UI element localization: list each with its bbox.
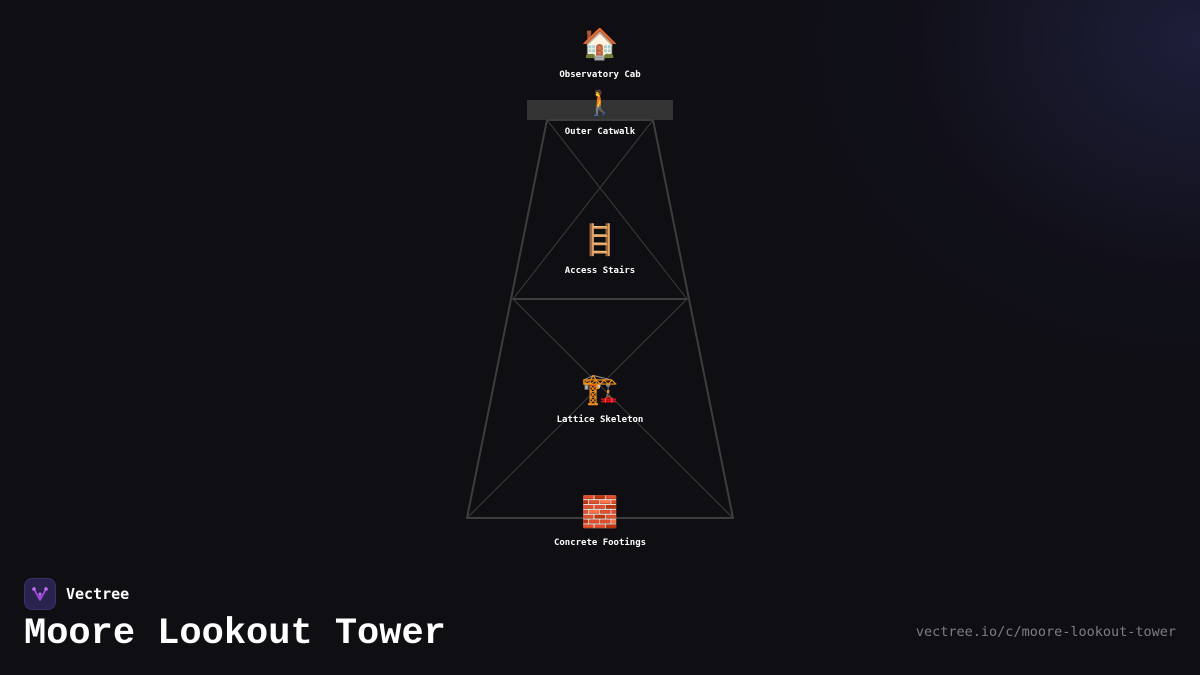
vectree-logo-mark	[32, 587, 48, 601]
frame-right-leg	[652, 119, 734, 519]
lower-brace-a	[512, 298, 734, 519]
house-icon: 🏠	[581, 30, 619, 64]
node-lattice-skeleton[interactable]: 🏗️ Lattice Skeleton	[500, 375, 700, 426]
node-label: Outer Catwalk	[564, 127, 636, 137]
construction-crane-icon: 🏗️	[581, 375, 619, 409]
tower-bracing	[466, 119, 734, 519]
node-outer-catwalk[interactable]: 🚶 Outer Catwalk	[500, 89, 700, 138]
node-label: Lattice Skeleton	[556, 415, 644, 425]
node-label: Observatory Cab	[559, 70, 641, 80]
node-observatory-cab[interactable]: 🏠 Observatory Cab	[500, 30, 700, 81]
upper-brace-b	[512, 119, 654, 300]
brick-icon: 🧱	[581, 498, 619, 532]
node-concrete-footings[interactable]: 🧱 Concrete Footings	[500, 498, 700, 549]
upper-brace-a	[546, 119, 688, 300]
node-label: Concrete Footings	[553, 538, 647, 548]
lower-brace-b	[466, 298, 688, 519]
frame-left-leg	[466, 119, 548, 519]
catwalk-platform	[527, 100, 673, 120]
ladder-icon: 🪜	[581, 226, 619, 260]
tower-frame	[466, 119, 734, 519]
page-title: Moore Lookout Tower	[24, 613, 446, 655]
page-url[interactable]: vectree.io/c/moore-lookout-tower	[915, 624, 1176, 640]
walking-person-icon: 🚶	[585, 92, 615, 119]
node-label: Access Stairs	[564, 266, 636, 276]
brand-name: Vectree	[66, 585, 130, 603]
brand[interactable]: Vectree	[24, 577, 129, 611]
node-access-stairs[interactable]: 🪜 Access Stairs	[500, 226, 700, 277]
vectree-logo-icon	[24, 578, 56, 610]
